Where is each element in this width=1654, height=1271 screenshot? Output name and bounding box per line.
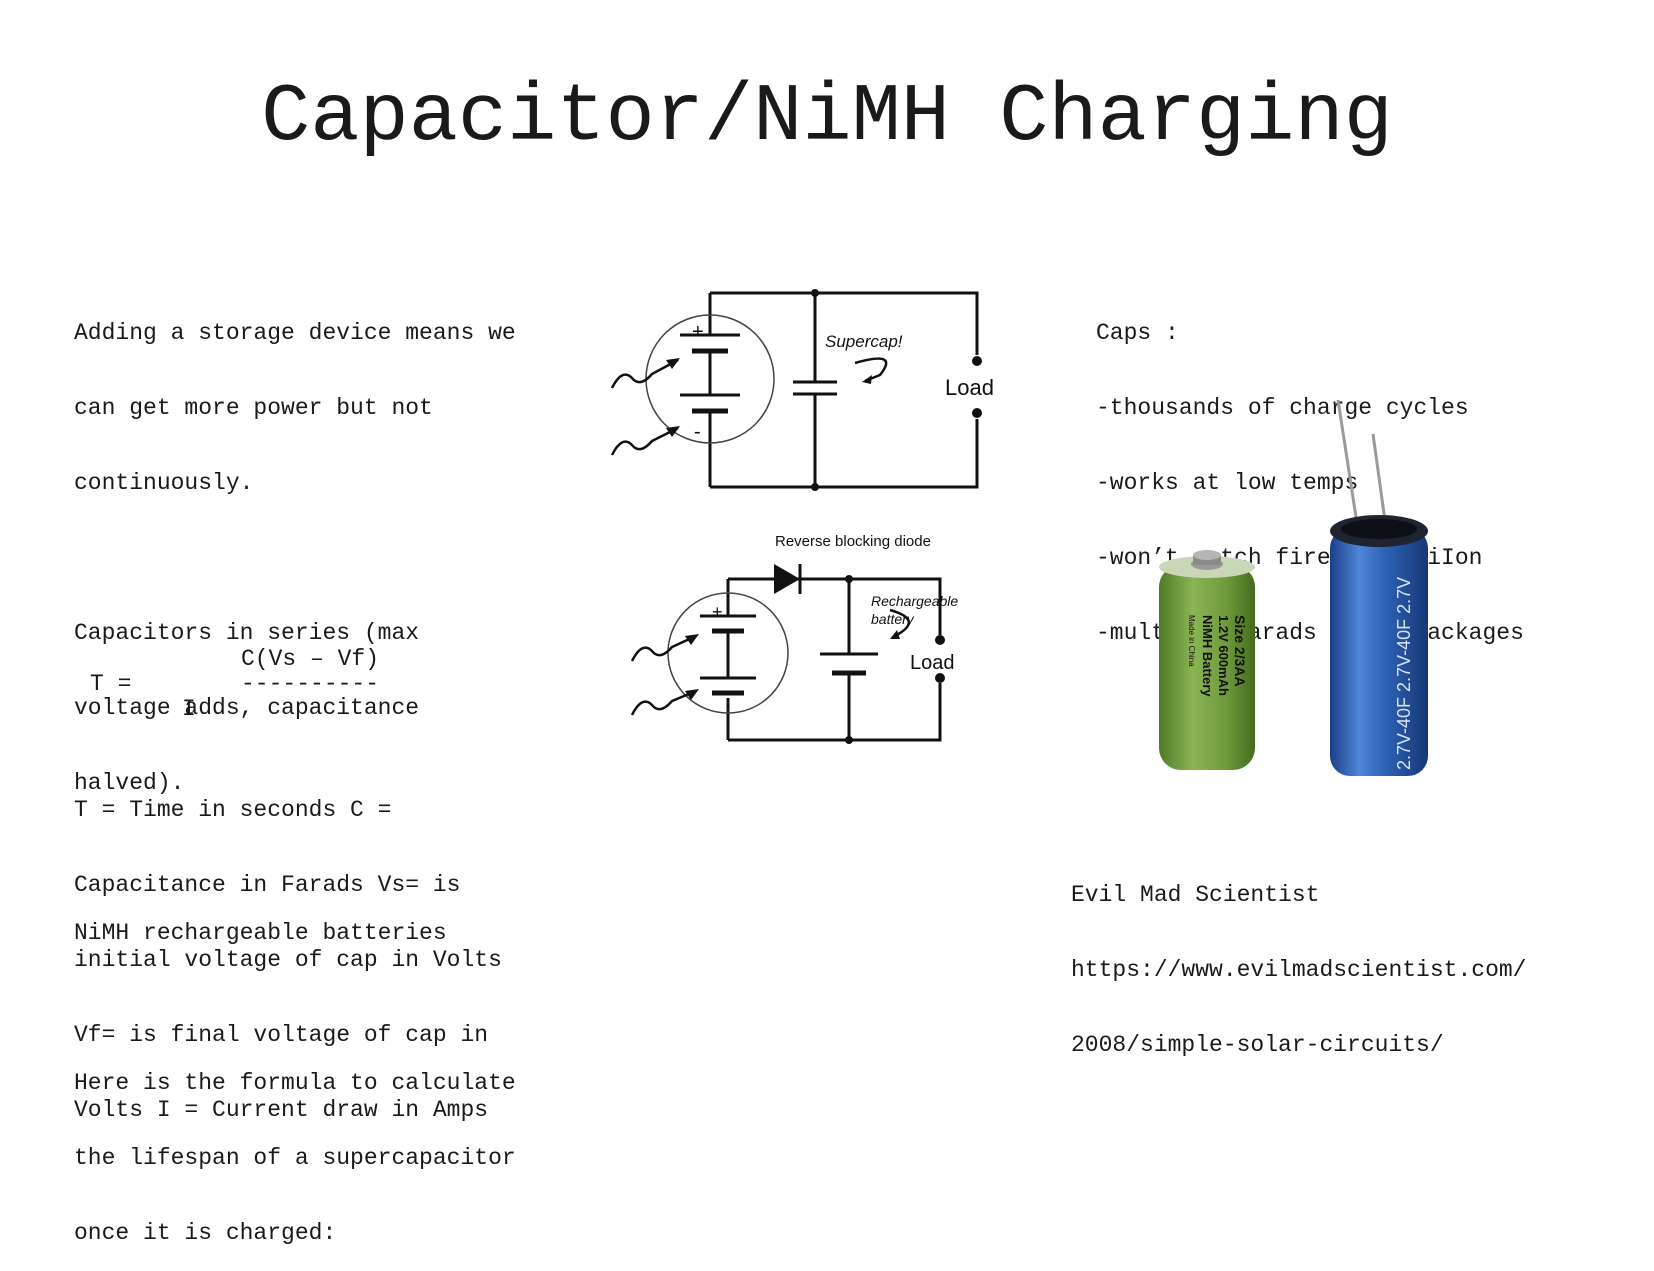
plus-label: + bbox=[692, 321, 704, 343]
text-line: voltage adds, capacitance bbox=[74, 695, 420, 721]
text-line: initial voltage of cap in Volts bbox=[74, 947, 502, 973]
supercapacitor-photo: 2.7V-40F 2.7V-40F 2.7V bbox=[1330, 400, 1428, 776]
battery-label-1: Rechargeable bbox=[871, 593, 958, 609]
credit-line: https://www.evilmadscientist.com/ bbox=[1071, 957, 1527, 983]
text-line: Capacitance in Farads Vs= is bbox=[74, 872, 461, 898]
diode-label: Reverse blocking diode bbox=[775, 533, 931, 550]
credit-line: Evil Mad Scientist bbox=[1071, 882, 1320, 908]
minus-label: - bbox=[714, 683, 720, 703]
battery-label-2: battery bbox=[871, 611, 915, 627]
slide-title: Capacitor/NiMH Charging bbox=[261, 71, 1393, 164]
text-line: Volts I = Current draw in Amps bbox=[74, 1097, 489, 1123]
supercap-circuit-diagram: + - Supercap! Load bbox=[610, 289, 994, 491]
text-line: continuously. bbox=[74, 470, 254, 496]
nimh-battery-photo: Size 2/3AA 1.2V 600mAh NiMH Battery Made… bbox=[1159, 550, 1255, 770]
text-line: T = Time in seconds C = bbox=[74, 797, 392, 823]
formula-lhs: T = bbox=[90, 671, 132, 697]
formula-bar: ---------- bbox=[241, 671, 380, 697]
load-label: Load bbox=[910, 652, 955, 674]
text-line: Capacitors in series (max bbox=[74, 620, 420, 646]
supercap-label: Supercap! bbox=[825, 332, 903, 351]
formula-legend: T = Time in seconds C = Capacitance in F… bbox=[74, 748, 502, 1148]
source-credit: Evil Mad Scientist https://www.evilmadsc… bbox=[1071, 833, 1526, 1083]
battery-capacity-text: 1.2V 600mAh bbox=[1216, 615, 1231, 696]
minus-label: - bbox=[694, 421, 701, 443]
credit-line: 2008/simple-solar-circuits/ bbox=[1071, 1032, 1444, 1058]
nimh-circuit-diagram: + - Reverse blocking diode Rechargeable … bbox=[630, 533, 958, 744]
text-line: Adding a storage device means we bbox=[74, 320, 516, 346]
text-line: can get more power but not bbox=[74, 395, 433, 421]
text-line: the lifespan of a supercapacitor bbox=[74, 1145, 516, 1171]
formula-numerator: C(Vs – Vf) bbox=[241, 646, 380, 672]
text-line: halved). bbox=[74, 770, 185, 796]
list-item: -thousands of charge cycles bbox=[1096, 395, 1469, 421]
text-line: Vf= is final voltage of cap in bbox=[74, 1022, 489, 1048]
component-photos: Size 2/3AA 1.2V 600mAh NiMH Battery Made… bbox=[1159, 400, 1428, 776]
battery-origin-text: Made in China bbox=[1187, 615, 1196, 667]
list-item: -works at low temps bbox=[1096, 470, 1359, 496]
battery-type-text: NiMH Battery bbox=[1200, 615, 1215, 697]
list-item: Caps : bbox=[1096, 320, 1179, 346]
load-label: Load bbox=[945, 375, 994, 400]
plus-label: + bbox=[712, 602, 723, 622]
formula-denominator: I bbox=[182, 696, 196, 722]
battery-size-text: Size 2/3AA bbox=[1232, 615, 1248, 687]
text-line: once it is charged: bbox=[74, 1220, 337, 1246]
capacitor-rating-text: 2.7V-40F 2.7V-40F 2.7V bbox=[1394, 577, 1414, 770]
